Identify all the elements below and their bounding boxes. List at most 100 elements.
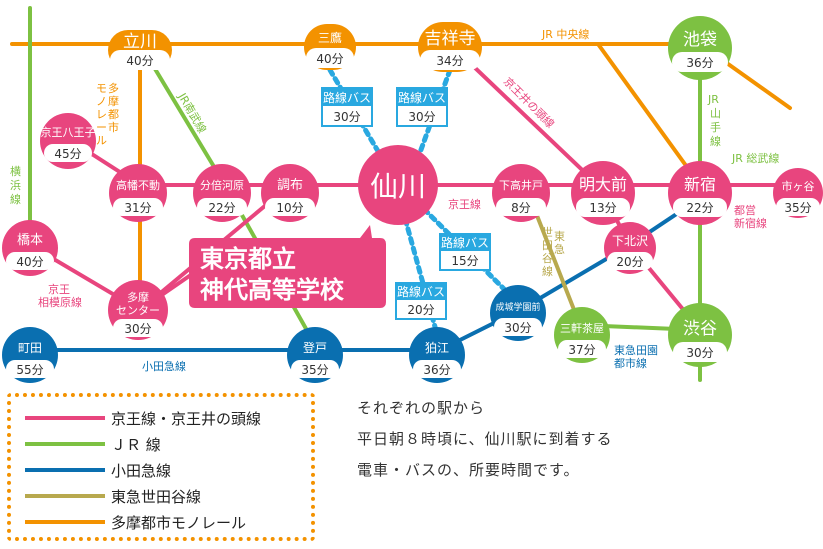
- station-name: 下高井戸: [499, 178, 543, 192]
- bus-label: 路線バス: [398, 90, 446, 105]
- station-name: 三鷹: [318, 30, 342, 45]
- svg-text:モ: モ: [96, 82, 107, 95]
- label-yokohama: 横浜線: [10, 164, 21, 206]
- station-time: 40分: [16, 255, 43, 269]
- station-time: 22分: [686, 201, 713, 215]
- station-seijogakuenmae[interactable]: 成城学園前 30分: [490, 285, 546, 341]
- legend-swatch: [25, 416, 105, 420]
- station-sengawa[interactable]: 仙川: [358, 145, 438, 225]
- bus-route-komae: [397, 197, 443, 348]
- svg-text:田: 田: [542, 239, 553, 252]
- legend-item-odakyu: 小田急線: [25, 458, 171, 482]
- station-name: 市ヶ谷: [782, 179, 815, 193]
- station-name: 明大前: [579, 175, 627, 194]
- station-time: 45分: [54, 147, 81, 161]
- legend-swatch: [25, 520, 105, 524]
- station-tachikawa[interactable]: 立川 40分: [108, 30, 172, 70]
- station-name: 多摩: [127, 290, 149, 304]
- station-takahatafudo[interactable]: 高幡不動 31分: [109, 164, 167, 222]
- station-time: 36分: [686, 56, 713, 70]
- station-name: 渋谷: [683, 319, 717, 339]
- station-time: 8分: [511, 201, 531, 215]
- svg-text:相模原線: 相模原線: [38, 295, 82, 309]
- station-shinjuku[interactable]: 新宿 22分: [668, 161, 732, 225]
- station-time: 30分: [504, 321, 531, 335]
- station-time: 34分: [436, 54, 463, 68]
- label-keio-line: 京王線: [448, 197, 481, 211]
- station-hashimoto[interactable]: 橋本 40分: [2, 220, 58, 276]
- bus-box-seijo: 路線バス 15分: [439, 233, 491, 271]
- legend: 京王線・京王井の頭線 ＪＲ 線 小田急線 東急世田谷線 多摩都市モノレール: [7, 393, 315, 541]
- svg-text:JR: JR: [707, 93, 719, 106]
- station-mitaka[interactable]: 三鷹 40分: [304, 24, 356, 70]
- svg-text:ー: ー: [96, 121, 107, 134]
- svg-text:都営: 都営: [734, 203, 756, 217]
- station-kichijoji[interactable]: 吉祥寺 34分: [418, 22, 482, 72]
- svg-text:谷: 谷: [542, 252, 553, 265]
- legend-label: ＪＲ 線: [111, 435, 161, 454]
- bus-label: 路線バス: [323, 90, 371, 105]
- station-komae[interactable]: 狛江 36分: [409, 327, 465, 383]
- svg-text:線: 線: [710, 134, 721, 148]
- svg-text:ノ: ノ: [96, 95, 107, 108]
- station-name: 登戸: [303, 340, 327, 355]
- station-time: 40分: [316, 52, 343, 66]
- station-name: 池袋: [683, 30, 717, 50]
- legend-swatch: [25, 494, 105, 498]
- svg-text:線: 線: [10, 192, 21, 206]
- station-time: 36分: [423, 363, 450, 377]
- station-ikebukuro[interactable]: 池袋 36分: [668, 16, 732, 80]
- station-bubaigawara[interactable]: 分倍河原 22分: [193, 164, 251, 222]
- legend-label: 小田急線: [111, 461, 172, 480]
- station-name: 調布: [277, 178, 303, 193]
- station-ichigaya[interactable]: 市ヶ谷 35分: [773, 168, 823, 218]
- bus-time: 15分: [451, 254, 478, 268]
- station-name: 橋本: [17, 233, 43, 248]
- station-name: 三軒茶屋: [560, 322, 604, 335]
- station-time: 20分: [616, 255, 643, 269]
- station-name: 仙川: [370, 170, 426, 203]
- station-keio-hachioji[interactable]: 京王八王子 45分: [40, 113, 96, 169]
- jr-chuo-to-shinjuku: [448, 42, 702, 187]
- legend-item-jr: ＪＲ 線: [25, 432, 161, 456]
- svg-text:世: 世: [542, 226, 553, 239]
- station-shimotakaido[interactable]: 下高井戸 8分: [492, 164, 550, 222]
- station-name: 立川: [123, 32, 157, 52]
- station-meidaimae[interactable]: 明大前 13分: [571, 161, 635, 225]
- svg-text:横: 横: [10, 164, 21, 178]
- svg-text:レ: レ: [96, 108, 107, 121]
- station-time: 30分: [686, 346, 713, 360]
- station-noborito[interactable]: 登戸 35分: [287, 327, 343, 383]
- station-tama-center[interactable]: 多摩 センター 30分: [108, 280, 168, 340]
- station-shibuya[interactable]: 渋谷 30分: [668, 303, 732, 367]
- svg-text:新宿線: 新宿線: [734, 216, 767, 230]
- station-sangenjaya[interactable]: 三軒茶屋 37分: [554, 307, 610, 363]
- bus-box-komae: 路線バス 20分: [395, 282, 447, 320]
- legend-label: 東急世田谷線: [111, 487, 202, 506]
- svg-text:東: 東: [554, 230, 565, 243]
- svg-text:摩: 摩: [108, 94, 119, 108]
- station-machida[interactable]: 町田 55分: [2, 327, 58, 383]
- description-line: 電車・バスの、所要時間です。: [357, 461, 580, 479]
- svg-text:市: 市: [108, 120, 119, 134]
- svg-text:都市線: 都市線: [614, 356, 647, 370]
- label-monorail: 多摩都市 モノレール: [96, 81, 119, 147]
- station-name: 分倍河原: [200, 178, 244, 192]
- svg-text:東急田園: 東急田園: [614, 343, 658, 357]
- svg-text:線: 線: [542, 264, 553, 278]
- label-jr-chuo: JR 中央線: [541, 27, 589, 41]
- station-shimokitazawa[interactable]: 下北沢 20分: [604, 222, 656, 274]
- label-setagaya: 東急 世田谷線: [542, 226, 565, 278]
- station-chofu[interactable]: 調布 10分: [261, 164, 319, 222]
- station-name: 京王八王子: [41, 125, 96, 139]
- stations: 立川 40分 三鷹 40分 吉祥寺 34分 池袋 36分 京王八王子: [2, 16, 823, 383]
- school-name-line1: 東京都立: [200, 245, 296, 273]
- svg-text:手: 手: [710, 120, 721, 134]
- bus-time: 30分: [408, 110, 435, 124]
- label-jr-sobu: JR 総武線: [731, 151, 779, 165]
- svg-text:山: 山: [710, 107, 721, 120]
- bus-time: 30分: [333, 110, 360, 124]
